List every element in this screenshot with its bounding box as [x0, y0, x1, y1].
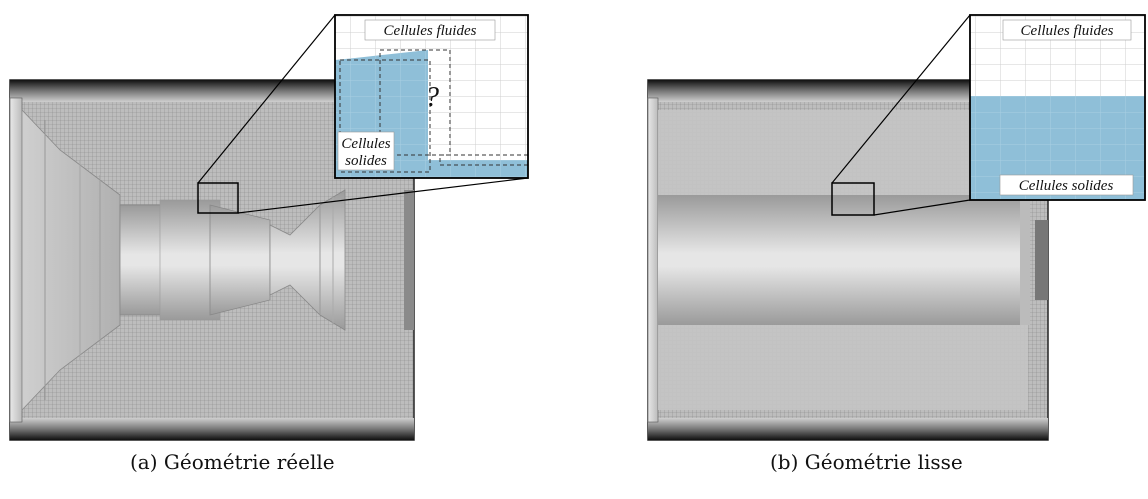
zoom-box-a — [197, 182, 239, 214]
caption-a: (a) Géométrie réelle — [130, 450, 335, 474]
inset-a-solid-label-line1: Cellules — [341, 136, 390, 152]
inset-b: Cellules fluides Cellules solides — [969, 14, 1146, 201]
nozzle-geometry-a — [21, 108, 346, 412]
inset-b-solid-label: Cellules solides — [1019, 178, 1114, 194]
zoom-box-b — [831, 182, 875, 216]
inset-a-fluid-label: Cellules fluides — [384, 23, 477, 39]
smooth-geometry-b — [658, 110, 1030, 410]
inset-b-fluid-label: Cellules fluides — [1021, 23, 1114, 39]
panel-a: Cellules fluides ? Cellules solides — [9, 14, 529, 441]
inset-a: Cellules fluides ? Cellules solides — [334, 14, 529, 179]
panel-b: Cellules fluides Cellules solides — [647, 14, 1146, 441]
question-mark: ? — [425, 82, 439, 113]
caption-b: (b) Géométrie lisse — [770, 450, 963, 474]
inset-a-solid-label-line2: solides — [345, 153, 387, 169]
